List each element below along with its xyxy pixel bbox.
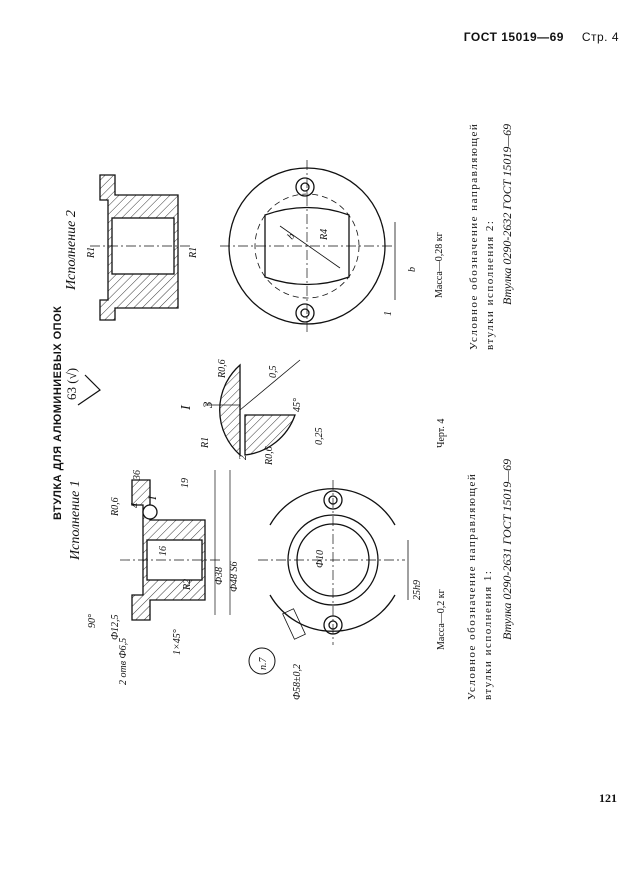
variant1-designation-example: Втулка 0290-2631 ГОСТ 15019—69 xyxy=(500,458,514,640)
dim-detail-05: 0,5 xyxy=(268,366,279,379)
dim-detail-r06-b: R0,6 xyxy=(264,446,275,466)
variant1-plan-view xyxy=(248,480,409,675)
dim-v1-90deg: 90° xyxy=(87,614,98,628)
variant2-section-view xyxy=(90,174,190,321)
variant1-label: Исполнение 1 xyxy=(68,480,83,560)
dim-v1-d48: Ф48 S6 xyxy=(229,561,240,592)
dim-v1-36: 36 xyxy=(132,470,143,481)
roughness-symbol xyxy=(77,374,101,406)
dim-v2-r4: R4 xyxy=(319,229,330,241)
page-label: Стр. 4 xyxy=(581,30,619,44)
dim-detail-2: 2 xyxy=(238,455,249,460)
dim-v1-d125: Ф12,5 xyxy=(110,614,121,640)
variant1-section-view xyxy=(120,470,231,621)
dim-v1-d58: Ф58±0,2 xyxy=(292,664,303,700)
dim-detail-r06-a: R0,6 xyxy=(217,359,228,379)
dim-v1-16: 16 xyxy=(158,546,169,556)
roughness-label: 63 (√) xyxy=(64,368,80,400)
dim-detail-025: 0,25 xyxy=(314,428,325,446)
dim-v2-b-b: b xyxy=(407,267,418,272)
dim-detail-r1: R1 xyxy=(200,437,211,449)
standard-code: ГОСТ 15019—69 xyxy=(463,30,564,44)
variant2-designation-example: Втулка 0290-2632 ГОСТ 15019—69 xyxy=(500,123,514,305)
dim-v1-r2: R2 xyxy=(182,579,193,591)
variant1-mass: Масса—0,2 кг xyxy=(436,589,447,650)
dim-v1-note7: п.7 xyxy=(258,657,269,671)
roughness-suffix: (√) xyxy=(64,367,79,384)
dim-v2-1: 1 xyxy=(383,311,394,316)
detail-view-I xyxy=(205,359,301,457)
dim-detail-45deg: 45° xyxy=(292,398,303,412)
document-title: ВТУЛКА ДЛЯ АЛЮМИНИЕВЫХ ОПОК xyxy=(52,305,64,520)
figure-label: Черт. 4 xyxy=(436,418,447,448)
page-header: ГОСТ 15019—69 Стр. 4 xyxy=(464,30,619,44)
variant2-mass: Масса—0,28 кг xyxy=(434,232,445,298)
dim-v1-d38: Ф38 xyxy=(214,567,225,585)
page-number: 121 xyxy=(599,791,617,805)
variant2-plan-view xyxy=(220,160,396,335)
variant2-designation-title: Условное обозначение направляющей втулки… xyxy=(468,122,496,350)
detail-I-label: I xyxy=(179,404,194,411)
dim-v1-I: I xyxy=(145,495,159,501)
dim-v1-4: 4 xyxy=(130,503,141,508)
dim-v1-19: 19 xyxy=(180,478,191,488)
dim-v2-r1-b: R1 xyxy=(188,247,199,259)
dim-v1-r06: R0,6 xyxy=(110,497,121,517)
dim-v1-chamfer: 1×45° xyxy=(172,629,183,655)
dim-v2-r1-a: R1 xyxy=(86,247,97,259)
dim-v2-b-a: b xyxy=(285,231,297,241)
roughness-value: 63 xyxy=(64,387,79,400)
variant1-designation-title: Условное обозначение направляющей втулки… xyxy=(466,472,494,700)
dim-v1-holes: 2 отв Ф6,5 xyxy=(118,638,129,685)
variant2-label: Исполнение 2 xyxy=(64,210,79,290)
dim-v1-25h9: 25h9 xyxy=(412,580,423,600)
dim-v1-d10: Ф10 xyxy=(315,550,326,568)
detail-scale-label: 3 xyxy=(200,401,215,409)
